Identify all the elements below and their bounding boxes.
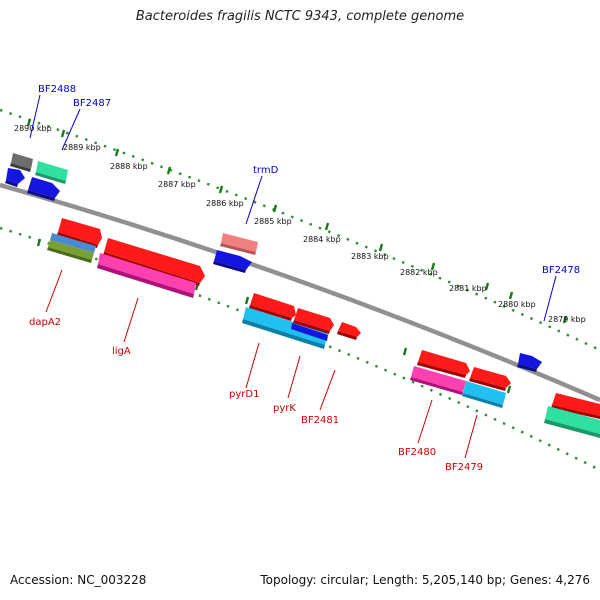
kbp-label: 2890 kbp (14, 124, 52, 133)
kbp-label: 2884 kbp (303, 235, 341, 244)
kbp-labels: 2890 kbp 2889 kbp 2888 kbp 2887 kbp 2886… (14, 124, 586, 324)
kbp-label: 2880 kbp (498, 300, 536, 309)
genome-summary: Topology: circular; Length: 5,205,140 bp… (260, 573, 590, 587)
gene-bf2480-magenta[interactable] (410, 366, 466, 395)
label-bf2480: BF2480 (398, 447, 436, 458)
gene-bf2487[interactable] (35, 161, 68, 184)
gene-pyrk-red[interactable] (293, 308, 334, 334)
label-bf2478: BF2478 (542, 265, 580, 276)
label-pyrk: pyrK (273, 403, 296, 414)
outer-tick-marks (26, 118, 568, 324)
gene-dapa2-steel[interactable] (50, 233, 96, 253)
label-pyrd1: pyrD1 (229, 389, 259, 400)
gene-bf2481[interactable] (337, 322, 361, 340)
gene-liga-magenta[interactable] (97, 253, 196, 298)
gene-forward-blue-2[interactable] (27, 177, 60, 201)
leader-lines-forward (29, 94, 557, 322)
kbp-label: 2886 kbp (206, 199, 244, 208)
gene-forward-blue-1[interactable] (5, 168, 25, 187)
gene-pyrk[interactable] (291, 323, 328, 341)
kbp-label: 2885 kbp (254, 217, 292, 226)
label-trmd: trmD (253, 165, 279, 176)
forward-genes (5, 153, 542, 372)
kbp-label: 2882 kbp (400, 268, 438, 277)
gene-bf2479-red[interactable] (469, 367, 511, 391)
genome-backbone (0, 182, 600, 403)
gene-bf2488[interactable] (10, 153, 33, 172)
label-liga: ligA (112, 346, 131, 357)
accession-text: Accession: NC_003228 (10, 573, 147, 587)
gene-bf2480-red[interactable] (417, 350, 470, 378)
gene-labels-forward: BF2488 BF2487 trmD BF2478 (38, 84, 580, 276)
kbp-label: 2889 kbp (63, 143, 101, 152)
gene-forward-blue-3[interactable] (213, 250, 252, 273)
kbp-label: 2881 kbp (449, 284, 487, 293)
gene-bf2479-cyan[interactable] (462, 381, 506, 408)
gene-trmd[interactable] (220, 233, 258, 255)
gene-edge-green[interactable] (544, 406, 600, 438)
gene-bf2478[interactable] (517, 353, 542, 372)
map-title: Bacteroides fragilis NCTC 9343, complete… (135, 9, 465, 24)
inner-tick-ring (0, 226, 600, 472)
label-bf2487: BF2487 (73, 98, 111, 109)
gene-labels-reverse: dapA2 ligA pyrD1 pyrK BF2481 BF2480 BF24… (29, 317, 483, 473)
kbp-label: 2888 kbp (110, 162, 148, 171)
gene-pyrd1-red[interactable] (249, 293, 296, 321)
gene-pyrd1-cyan[interactable] (242, 307, 328, 349)
label-bf2488: BF2488 (38, 84, 76, 95)
kbp-label: 2887 kbp (158, 180, 196, 189)
gene-edge-red[interactable] (551, 393, 600, 419)
leader-lines-reverse (45, 269, 478, 459)
label-dapa2: dapA2 (29, 317, 61, 328)
kbp-label: 2883 kbp (351, 252, 389, 261)
label-bf2479: BF2479 (445, 462, 483, 473)
reverse-genes (47, 218, 600, 438)
label-bf2481: BF2481 (301, 415, 339, 426)
gene-dapa2-olive[interactable] (47, 240, 94, 263)
kbp-label: 2879 kbp (548, 315, 586, 324)
